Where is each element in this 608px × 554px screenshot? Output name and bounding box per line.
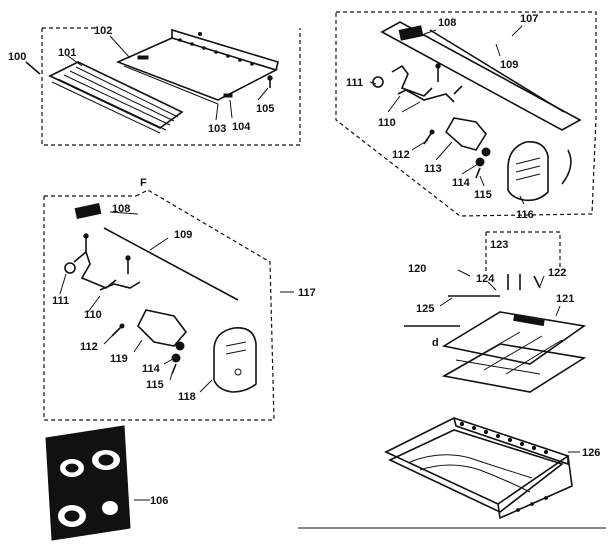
label-108-top: 108 [438, 17, 456, 29]
card-106 [45, 425, 131, 541]
assembly-100 [41, 27, 301, 146]
label-105: 105 [256, 103, 274, 115]
label-116: 116 [516, 209, 534, 221]
label-112-mid: 112 [80, 341, 98, 353]
assembly-107 [335, 11, 597, 217]
label-d: d [432, 337, 439, 349]
panel-102 [115, 37, 279, 101]
label-121: 121 [556, 293, 574, 305]
label-F: F [140, 177, 147, 189]
label-119: 119 [110, 353, 128, 365]
leader-lines [25, 25, 580, 501]
lamp-116 [507, 140, 549, 202]
label-110-top: 110 [378, 117, 396, 129]
label-102: 102 [94, 25, 112, 37]
label-104: 104 [232, 121, 251, 133]
label-111-mid: 111 [52, 295, 69, 307]
lamp-118 [213, 327, 257, 393]
label-103: 103 [208, 123, 226, 135]
label-114-mid: 114 [142, 363, 161, 375]
label-114-top: 114 [452, 177, 471, 189]
label-122: 122 [548, 267, 566, 279]
label-111-top: 111 [346, 77, 363, 89]
assembly-120 [404, 231, 587, 393]
label-118: 118 [178, 391, 196, 403]
label-109-top: 109 [500, 59, 518, 71]
label-120: 120 [408, 263, 426, 275]
label-126: 126 [582, 447, 600, 459]
grille-101 [48, 61, 184, 129]
label-101: 101 [58, 47, 76, 59]
label-123: 123 [490, 239, 508, 251]
label-115-top: 115 [474, 189, 492, 201]
label-113: 113 [424, 163, 442, 175]
label-112-top: 112 [392, 149, 410, 161]
label-106: 106 [150, 495, 168, 507]
tray-126 [298, 417, 606, 529]
label-117: 117 [298, 287, 316, 299]
label-108-mid: 108 [112, 203, 130, 215]
label-124: 124 [476, 273, 495, 285]
label-125: 125 [416, 303, 434, 315]
label-110-mid: 110 [84, 309, 102, 321]
assembly-117 [43, 189, 275, 421]
label-100: 100 [8, 51, 26, 63]
part-labels: 100 101 102 103 104 105 106 107 108 109 … [8, 13, 600, 507]
label-115-mid: 115 [146, 379, 164, 391]
label-109-mid: 109 [174, 229, 192, 241]
label-107: 107 [520, 13, 538, 25]
